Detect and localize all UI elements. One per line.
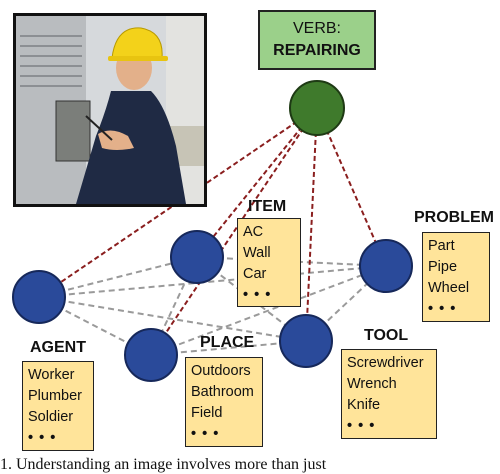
tool-values: Screwdriver Wrench Knife • • •: [341, 349, 437, 439]
tool-label: TOOL: [364, 327, 409, 344]
place-values: Outdoors Bathroom Field • • •: [185, 357, 263, 447]
item-value: Car: [243, 266, 267, 282]
figure-caption: 1. Understanding an image involves more …: [0, 456, 327, 473]
edge-verb-place: [150, 107, 318, 356]
agent-value: Soldier: [28, 409, 74, 425]
agent-node: [12, 270, 66, 324]
tool-value: Screwdriver: [347, 355, 424, 371]
item-values: AC Wall Car • • •: [237, 218, 301, 307]
verb-node: [289, 80, 345, 136]
edge-agent-item: [38, 256, 198, 298]
place-value: Bathroom: [191, 384, 254, 400]
verb-label: VERB:: [292, 20, 341, 37]
problem-value: Wheel: [428, 280, 470, 296]
tool-node: [279, 314, 333, 368]
place-more: • • •: [191, 426, 220, 442]
problem-value: Part: [428, 238, 455, 254]
tool-value: Wrench: [347, 376, 397, 392]
edge-agent-problem: [38, 265, 387, 298]
agent-more: • • •: [28, 430, 57, 446]
item-more: • • •: [243, 287, 272, 303]
problem-value: Pipe: [428, 259, 458, 275]
agent-values: Worker Plumber Soldier • • •: [22, 361, 94, 451]
verb-box: VERB: REPAIRING: [258, 10, 376, 70]
edge-agent-tool: [38, 296, 307, 342]
place-value: Field: [191, 405, 223, 421]
tool-value: Knife: [347, 397, 381, 413]
repair-photo: [13, 13, 207, 207]
tool-more: • • •: [347, 418, 376, 434]
item-value: AC: [243, 224, 264, 240]
agent-value: Worker: [28, 367, 75, 383]
problem-values: Part Pipe Wheel • • •: [422, 232, 490, 322]
agent-value: Plumber: [28, 388, 82, 404]
problem-more: • • •: [428, 301, 457, 317]
edge-verb-tool: [305, 107, 318, 342]
place-node: [124, 328, 178, 382]
edge-place-problem: [150, 265, 387, 356]
problem-node: [359, 239, 413, 293]
item-node: [170, 230, 224, 284]
verb-value: REPAIRING: [273, 42, 361, 59]
item-value: Wall: [243, 245, 271, 261]
place-label: PLACE: [200, 334, 255, 351]
item-label: ITEM: [248, 198, 287, 215]
agent-label: AGENT: [30, 339, 86, 356]
problem-label: PROBLEM: [414, 209, 494, 226]
place-value: Outdoors: [191, 363, 251, 379]
worker-illustration: [16, 16, 204, 204]
edge-verb-problem: [316, 107, 387, 267]
